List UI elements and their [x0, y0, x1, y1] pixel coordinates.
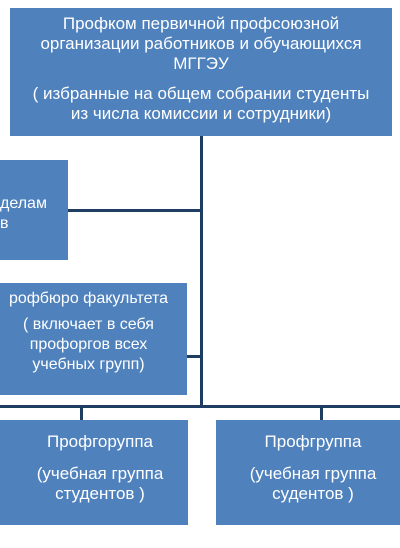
faculty-bureau-box: рофбюро факультета ( включает в себя про…	[0, 283, 187, 395]
union-committee-box: Профком первичной профсоюзной организаци…	[10, 8, 392, 136]
faculty-subtitle-line: профоргов всех	[29, 336, 148, 353]
group-subtitle-line: студентов )	[55, 484, 145, 503]
group-subtitle-line: (учебная группа	[36, 464, 164, 483]
horizontal-bus-line	[0, 405, 400, 408]
committee-title-line: МГГЭУ	[173, 54, 229, 73]
commission-label-line: в	[0, 215, 9, 232]
union-group-box-1: Профгоруппа (учебная группа студентов )	[0, 420, 188, 525]
faculty-subtitle-line: ( включает в себя	[23, 316, 154, 333]
committee-subtitle-line: из числа комиссии и сотрудники)	[70, 104, 332, 123]
committee-subtitle-line: ( избранные на общем собрании студенты	[32, 84, 370, 103]
commission-box: делам в	[0, 160, 68, 260]
commission-label-line: делам	[0, 195, 47, 212]
committee-title-line: Профком первичной профсоюзной	[62, 14, 340, 33]
committee-title-line: организации работников и обучающихся	[40, 34, 362, 53]
group-title: Профгоруппа	[46, 432, 154, 451]
branch-line-faculty	[187, 355, 202, 358]
faculty-title-line: рофбюро факультета	[8, 290, 169, 307]
drop-line-group2	[320, 405, 323, 420]
faculty-subtitle-line: учебных групп)	[32, 356, 145, 373]
group-title: Профгруппа	[264, 432, 362, 451]
drop-line-group1	[80, 405, 83, 420]
union-group-box-2: Профгруппа (учебная группа судентов )	[216, 420, 400, 525]
group-subtitle-line: (учебная группа	[249, 464, 377, 483]
branch-line-commission	[68, 209, 202, 212]
group-subtitle-line: судентов )	[272, 484, 354, 503]
trunk-line	[200, 136, 203, 408]
